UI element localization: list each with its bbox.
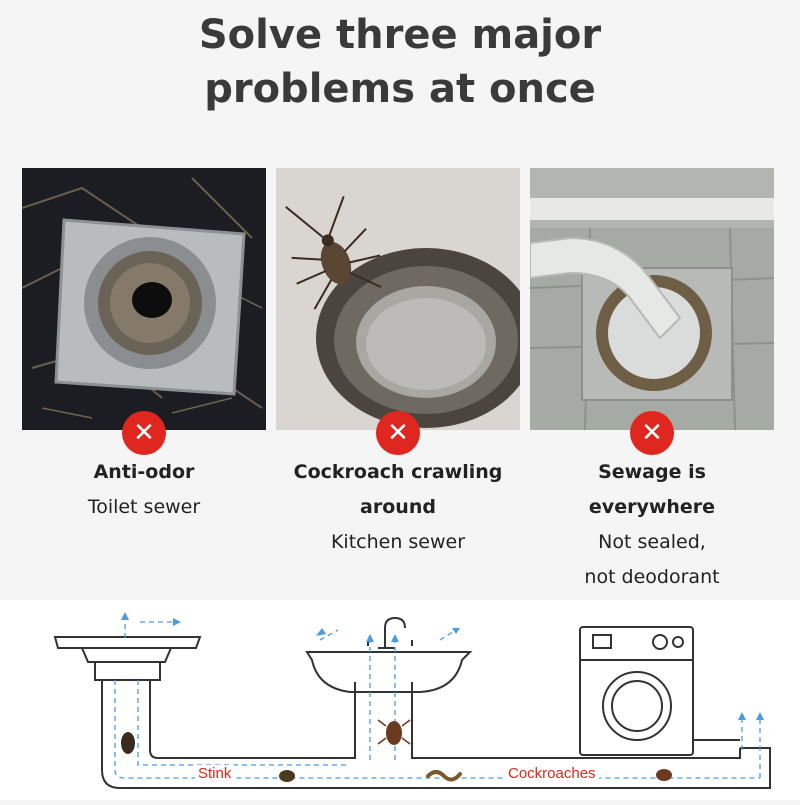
- headline-line2: problems at once: [204, 66, 596, 112]
- washing-machine-icon: [579, 626, 740, 756]
- caption-title-line1: Cockroach crawling: [293, 461, 503, 483]
- floor-drain-icon: [53, 636, 202, 681]
- sink-icon: [305, 616, 473, 693]
- headline-line1: Solve three major: [198, 12, 602, 58]
- caption-subtitle-line2: not deodorant: [584, 566, 720, 588]
- headline: Solve three major problems at once: [0, 8, 800, 116]
- cockroach-icon: [121, 719, 672, 782]
- floor-drain-photo: [22, 168, 266, 430]
- cross-icon-3: ✕: [630, 411, 674, 455]
- caption-cockroach: Cockroach crawling around Kitchen sewer: [276, 455, 520, 560]
- plumbing-diagram: Stink Cockroaches: [0, 600, 800, 800]
- cross-icon-2: ✕: [376, 411, 420, 455]
- drain-pipe-photo: [530, 168, 774, 430]
- caption-subtitle-line1: Not sealed,: [598, 531, 706, 553]
- caption-title-line2: everywhere: [588, 496, 716, 518]
- sink-cockroach-photo: [276, 168, 520, 430]
- caption-title: Anti-odor: [93, 461, 195, 483]
- cockroach-in-sink: [285, 196, 382, 310]
- cross-icon-1: ✕: [122, 411, 166, 455]
- caption-subtitle: Toilet sewer: [87, 496, 201, 518]
- label-cockroaches: Cockroaches: [505, 765, 599, 782]
- caption-title-line2: around: [360, 496, 436, 518]
- flow-arrowheads: [121, 612, 764, 720]
- caption-sewage: Sewage is everywhere Not sealed, not deo…: [530, 455, 774, 595]
- caption-anti-odor: Anti-odor Toilet sewer: [22, 455, 266, 525]
- caption-title-line1: Sewage is: [598, 461, 706, 483]
- label-stink: Stink: [195, 765, 235, 782]
- worm-icon: [426, 770, 462, 782]
- caption-subtitle: Kitchen sewer: [330, 531, 466, 553]
